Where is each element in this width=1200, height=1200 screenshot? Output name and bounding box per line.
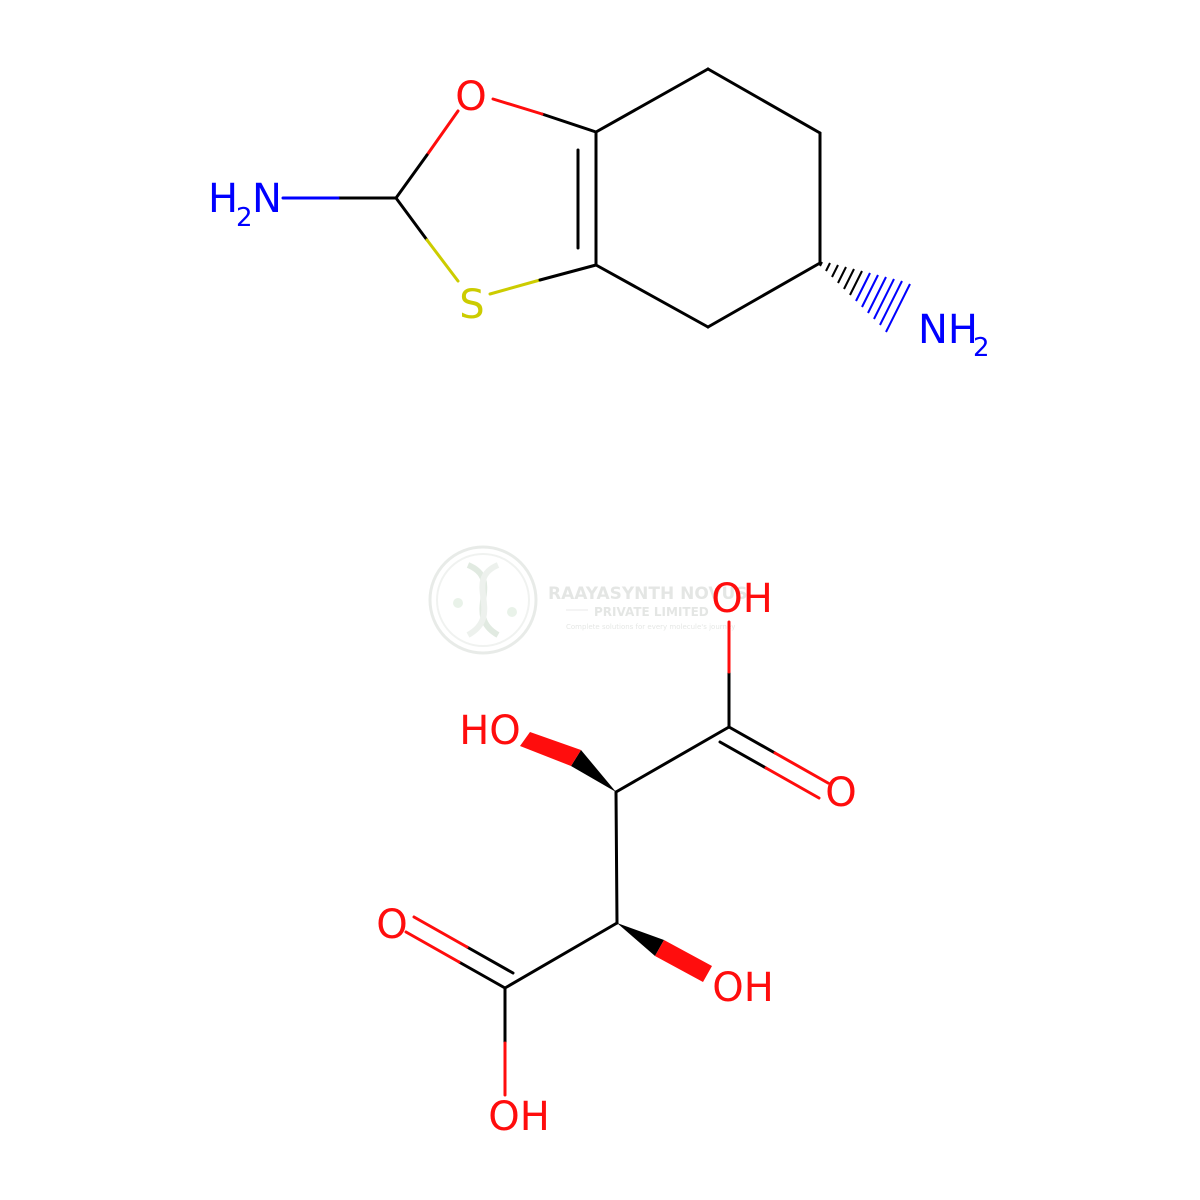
bond-c4-o-second (465, 945, 515, 975)
molecule-bottom-labels: OH HO O O OH OH (376, 576, 856, 1140)
atom-n-left: N (252, 176, 282, 222)
bond-s-c3a (538, 263, 598, 282)
bond-c2-c1 (614, 725, 731, 794)
bond-c7a-c7 (594, 67, 710, 134)
atom-oh-bottom: OH (488, 1094, 550, 1140)
bond-c1-o-second (718, 740, 768, 770)
atom-nh-right: NH (918, 307, 978, 353)
atom-o-carbonyl-right: O (825, 770, 856, 816)
watermark: RAAYASYNTH NOVUS PRIVATE LIMITED Complet… (428, 545, 748, 655)
bond-c1-o-second-red (764, 766, 821, 800)
bond-c7a-o (540, 112, 598, 134)
molecule-top-labels: O S H 2 N NH 2 (208, 74, 990, 363)
atom-o-carbonyl-left: O (376, 902, 407, 948)
bond-c4-o-red (404, 930, 461, 964)
atom-ho-left: HO (459, 708, 521, 754)
bond-c1-o-red (773, 751, 830, 785)
bond-o-c2 (394, 153, 429, 200)
bond-c7a-o-red (491, 97, 544, 116)
dna-helix-logo-icon (428, 545, 538, 655)
atom-oh-top: OH (711, 576, 773, 622)
bond-c7-c6 (706, 67, 822, 135)
bond-c4-o-second-red (412, 915, 469, 949)
atom-s-ring: S (459, 282, 484, 328)
bond-c2-c3 (614, 790, 619, 925)
bond-s-c3a-yellow (488, 278, 542, 296)
watermark-tagline: Complete solutions for every molecule's … (566, 623, 735, 631)
atom-h-left-subscript: 2 (236, 203, 253, 233)
atom-o-ring: O (455, 74, 486, 120)
watermark-name: RAAYASYNTH NOVUS (548, 584, 748, 604)
wedge-c2-ho (571, 750, 616, 792)
bond-o-c2-red (425, 109, 460, 157)
wedge-c3-oh-red (655, 940, 712, 982)
bond-c5-c4 (706, 261, 822, 329)
molecule-top-bonds (281, 67, 911, 333)
bond-c3-c4 (503, 921, 619, 990)
bond-c4-c3a (594, 263, 710, 329)
atom-oh-mid: OH (712, 965, 774, 1011)
watermark-subtitle: PRIVATE LIMITED (594, 605, 709, 619)
hashed-wedge-c6-n (819, 261, 911, 333)
bond-c1-o (727, 725, 777, 755)
wedge-c3-oh (617, 923, 664, 956)
atom-h-left: H (208, 176, 238, 222)
wedge-c2-ho-red (520, 732, 581, 766)
bond-c2-s-yellow (425, 238, 460, 283)
atom-nh-right-subscript: 2 (973, 333, 990, 363)
molecule-bottom-bonds (404, 620, 830, 1097)
bond-c2-s (394, 196, 429, 242)
bond-c4-o (457, 960, 507, 990)
